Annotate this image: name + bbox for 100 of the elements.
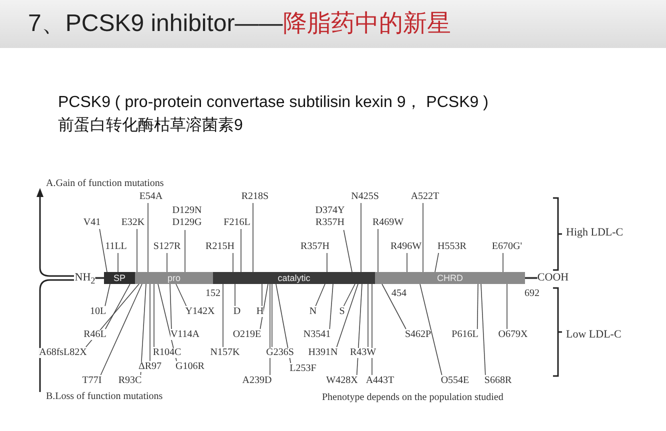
title: 7、PCSK9 inhibitor—— [28, 9, 283, 39]
leader-line [343, 230, 352, 272]
mutation-label: R496W [390, 242, 422, 252]
mutation-label: P616L [452, 330, 478, 340]
mutation-label: W428X [326, 376, 358, 386]
connector-line [95, 277, 104, 279]
mutation-label: R93C [118, 376, 142, 386]
mutation-label: R469W [372, 218, 404, 228]
subtitle: 降脂药中的新星 [282, 9, 451, 39]
mutation-label: O679X [498, 330, 528, 340]
domain-segment: catalytic [213, 272, 375, 284]
leader-line [240, 228, 242, 272]
leader-line [422, 202, 424, 272]
leader-line [252, 202, 254, 272]
mutation-label: S127R [153, 242, 181, 252]
leader-line [222, 284, 224, 348]
mutation-label: O219E [232, 330, 262, 340]
mutation-label: N157K [210, 348, 240, 358]
mutation-label: R215H [206, 242, 234, 252]
mutation-label: D129N [172, 205, 202, 217]
leader-line [99, 228, 108, 272]
mutation-label: N [309, 307, 317, 317]
mutation-label: S668R [484, 376, 512, 386]
leader-line [480, 284, 486, 376]
leader-line [232, 252, 234, 272]
leader-line [406, 252, 408, 272]
connector-line [525, 277, 538, 279]
domain-segment: pro [135, 272, 213, 284]
mutation-label: A239D [242, 376, 272, 386]
mutation-label: L253F [290, 364, 316, 374]
terminus-label: NH$_{2}$ [74, 272, 96, 286]
mutation-label: H [256, 307, 264, 317]
leader-line [100, 284, 142, 376]
mutation-label: A522T [410, 192, 440, 202]
mutation-label: F216L [224, 218, 250, 228]
terminus-label: COOH [537, 272, 569, 284]
mutation-label: R357H [315, 217, 345, 229]
mutation-label: A68fsL82X [39, 348, 87, 358]
heading-text: 前蛋白转化酶枯草溶菌素9 [58, 118, 243, 134]
domain-segment: CHRD [375, 272, 525, 284]
leader-line [476, 284, 478, 330]
mutation-label: R104C [152, 348, 182, 358]
leader-line [326, 252, 328, 272]
mutation-label: E670G' [492, 242, 522, 252]
mutation-label: Y142X [185, 307, 215, 317]
section-label: A.Gain of function mutations [46, 179, 164, 189]
leader-line [360, 202, 362, 272]
domain-segment: SP [104, 272, 135, 284]
leader-line [166, 252, 168, 272]
residue-number: 454 [392, 289, 406, 299]
mutation-label: 11LL [105, 242, 127, 252]
mutation-label: 10L [90, 307, 106, 317]
mutation-label: H553R [438, 242, 466, 252]
mutation-label: E32K [121, 218, 145, 228]
mutation-label: ΔR97 [138, 362, 162, 372]
section-label: B.Loss of function mutations [46, 392, 163, 402]
leader-line [382, 284, 406, 330]
leader-line [315, 284, 326, 306]
mutation-label: T77I [82, 376, 102, 386]
mutation-label: D129G [172, 217, 202, 229]
leader-line [136, 228, 138, 272]
leader-line [184, 230, 186, 272]
mutation-label: R43W [350, 348, 376, 358]
mutation-label: R357H [300, 242, 330, 252]
leader-line [329, 284, 334, 330]
leader-line [276, 284, 292, 364]
mutation-label: O554E [440, 376, 470, 386]
mutation-label: E54A [139, 192, 163, 202]
leader-line [176, 284, 187, 306]
mutation-label: V41 [83, 218, 101, 228]
mutation-label: R218S [241, 192, 269, 202]
leader-line [506, 284, 508, 330]
leader-line [502, 252, 504, 272]
mutation-label: G106R [176, 362, 204, 372]
mutation-label: D374Y [315, 205, 345, 217]
leader-line [86, 284, 140, 348]
leader-line [343, 284, 356, 306]
mutation-label: H391N [308, 348, 338, 358]
mutation-label: V114A [170, 330, 200, 340]
leader-line [105, 284, 130, 330]
mutation-label: S [339, 307, 345, 317]
mutation-label: S462P [404, 330, 432, 340]
leader-line [356, 284, 362, 376]
leader-line [234, 284, 236, 306]
phenotype-label: High LDL-C [566, 228, 624, 238]
residue-number: 152 [206, 289, 220, 299]
leader-line [104, 284, 110, 306]
mutation-label: N3541 [303, 330, 331, 340]
leader-line [336, 284, 358, 348]
heading-text: PCSK9 ( pro-protein convertase subtilisin kexin 9， PCSK9 ) [58, 95, 488, 111]
mutation-label: A443T [366, 376, 394, 386]
phenotype-label: Low LDL-C [566, 330, 622, 340]
leader-line [140, 284, 146, 376]
leader-line [434, 252, 439, 272]
note: Phenotype depends on the population studied [322, 393, 504, 403]
mutation-label: N425S [351, 192, 379, 202]
mutation-label: G236S [266, 348, 294, 358]
mutation-label: D [233, 307, 241, 317]
leader-line [170, 284, 172, 330]
leader-line [420, 284, 442, 376]
